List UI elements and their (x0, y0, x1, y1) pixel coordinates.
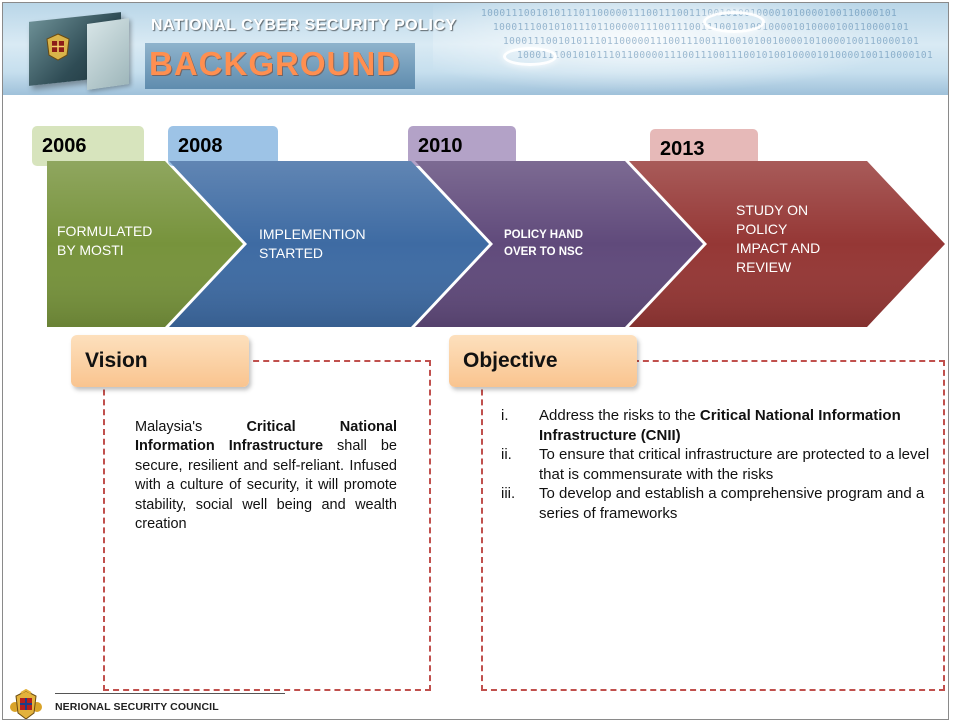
objective-dashed-connector (633, 360, 945, 362)
year-tab: 2006 (32, 126, 144, 166)
year-label: 2008 (178, 135, 223, 157)
footer-organization-name: NERIONAL SECURITY COUNCIL (55, 701, 219, 713)
header-title: NATIONAL CYBER SECURITY POLICY (151, 17, 457, 34)
timeline-arrows (47, 161, 945, 327)
year-label: 2013 (660, 138, 705, 160)
stage-line: IMPACT AND (736, 240, 821, 256)
objective-box (481, 360, 945, 691)
stage-text-2008: IMPLEMENTION STARTED (259, 225, 366, 263)
stage-line: BY MOSTI (57, 242, 124, 258)
objective-text: To ensure that critical infrastructure a… (539, 446, 930, 483)
stage-line: FORMULATED (57, 223, 153, 239)
footer-divider (55, 693, 285, 694)
stage-line: STUDY ON (736, 202, 809, 218)
vision-box (103, 360, 431, 691)
vision-text-highlight: Critical National Information Infrastruc… (135, 419, 397, 455)
year-tab: 2010 (408, 126, 516, 166)
coat-of-arms-icon (46, 33, 70, 61)
objective-item: iii. To develop and establish a comprehe… (501, 484, 931, 523)
header-banner: 1000111001010111011000001110011100111001… (3, 3, 948, 95)
objective-text-highlight: Critical National Information Infrastruc… (539, 407, 901, 444)
objective-label-box: Objective (449, 335, 637, 387)
policy-book-page (87, 18, 129, 90)
stage-line: IMPLEMENTION (259, 226, 366, 242)
stage-line: OVER TO NSC (504, 246, 584, 258)
glow-oval-graphic (703, 11, 765, 33)
binary-pattern-line: 1000111001010111011000001110011100111001… (503, 36, 920, 47)
vision-text-part: Malaysia's (135, 419, 247, 435)
stage-line: POLICY HAND (504, 229, 584, 241)
objective-item: ii. To ensure that critical infrastructu… (501, 445, 931, 484)
stage-line: POLICY (736, 221, 788, 237)
glow-oval-graphic (503, 47, 557, 66)
year-tab: 2008 (168, 126, 278, 166)
vision-text-part: shall be secure, resilient and self-reli… (135, 438, 397, 533)
objective-list: i. Address the risks to the Critical Nat… (501, 406, 931, 524)
year-label: 2006 (42, 135, 87, 157)
vision-label: Vision (85, 349, 148, 372)
vision-label-box: Vision (71, 335, 249, 387)
stage-text-2006: FORMULATED BY MOSTI (57, 222, 152, 260)
objective-number: ii. (501, 446, 512, 464)
objective-text: Address the risks to the (539, 407, 700, 424)
vision-dashed-connector (243, 360, 431, 362)
binary-pattern-line: 1000111001010111011000001110011100111001… (517, 50, 934, 61)
objective-text: To develop and establish a comprehensive… (539, 485, 925, 522)
binary-pattern-line: 1000111001010111011000001110011100111001… (481, 8, 898, 19)
vision-text: Malaysia's Critical National Information… (135, 418, 397, 534)
objective-number: i. (501, 407, 509, 424)
stage-line: STARTED (259, 245, 324, 261)
binary-pattern-line: 1000111001010111011000001110011100111001… (493, 22, 910, 33)
stage-text-2013: STUDY ON POLICY IMPACT AND REVIEW (736, 201, 820, 277)
page-title-box: BACKGROUND (145, 43, 415, 89)
coat-of-arms-icon (10, 689, 42, 719)
objective-number: iii. (501, 485, 516, 503)
objective-item: i. Address the risks to the Critical Nat… (501, 406, 931, 445)
objective-label: Objective (463, 349, 558, 372)
stage-line: REVIEW (736, 259, 792, 275)
page-title: BACKGROUND (149, 45, 401, 82)
stage-text-2010: POLICY HAND OVER TO NSC (504, 227, 583, 261)
year-label: 2010 (418, 135, 463, 157)
